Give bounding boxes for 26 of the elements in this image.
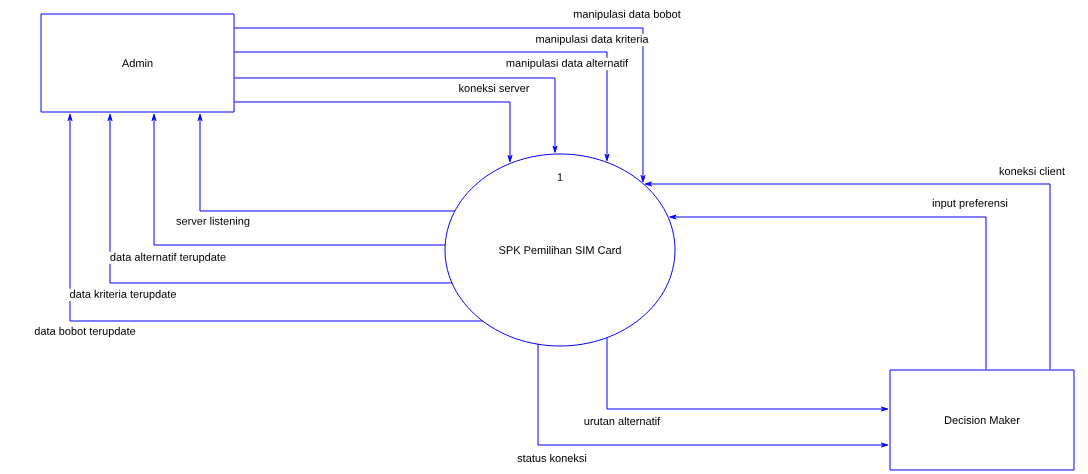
arrow bbox=[606, 337, 889, 412]
arrow bbox=[234, 27, 646, 183]
arrow bbox=[151, 113, 446, 246]
edge-label: koneksi client bbox=[998, 165, 1066, 177]
edge-label: manipulasi data alternatif bbox=[504, 57, 630, 71]
arrow bbox=[67, 113, 484, 322]
edge-label: input preferensi bbox=[931, 197, 1009, 211]
edge-label: server listening bbox=[175, 215, 251, 229]
edge-label: manipulasi data bobot bbox=[572, 8, 682, 22]
edge-label: data kriteria terupdate bbox=[68, 288, 178, 302]
arrow bbox=[234, 51, 610, 162]
edge-label: koneksi server bbox=[457, 82, 531, 94]
edge-label: data bobot terupdate bbox=[33, 325, 137, 339]
arrow bbox=[234, 101, 513, 163]
edge-label: data alternatif terupdate bbox=[108, 251, 228, 265]
edge-label: status koneksi bbox=[516, 452, 588, 464]
arrow bbox=[234, 77, 558, 153]
arrow bbox=[537, 343, 889, 448]
entity-box: Admin bbox=[40, 13, 235, 113]
edge-label: manipulasi data kriteria bbox=[534, 33, 650, 47]
arrow bbox=[669, 214, 987, 370]
entity-box: Decision Maker bbox=[889, 369, 1075, 471]
arrow bbox=[644, 181, 1051, 370]
edge-label: urutan alternatif bbox=[582, 415, 662, 427]
arrow bbox=[107, 113, 453, 284]
arrow bbox=[197, 113, 456, 212]
